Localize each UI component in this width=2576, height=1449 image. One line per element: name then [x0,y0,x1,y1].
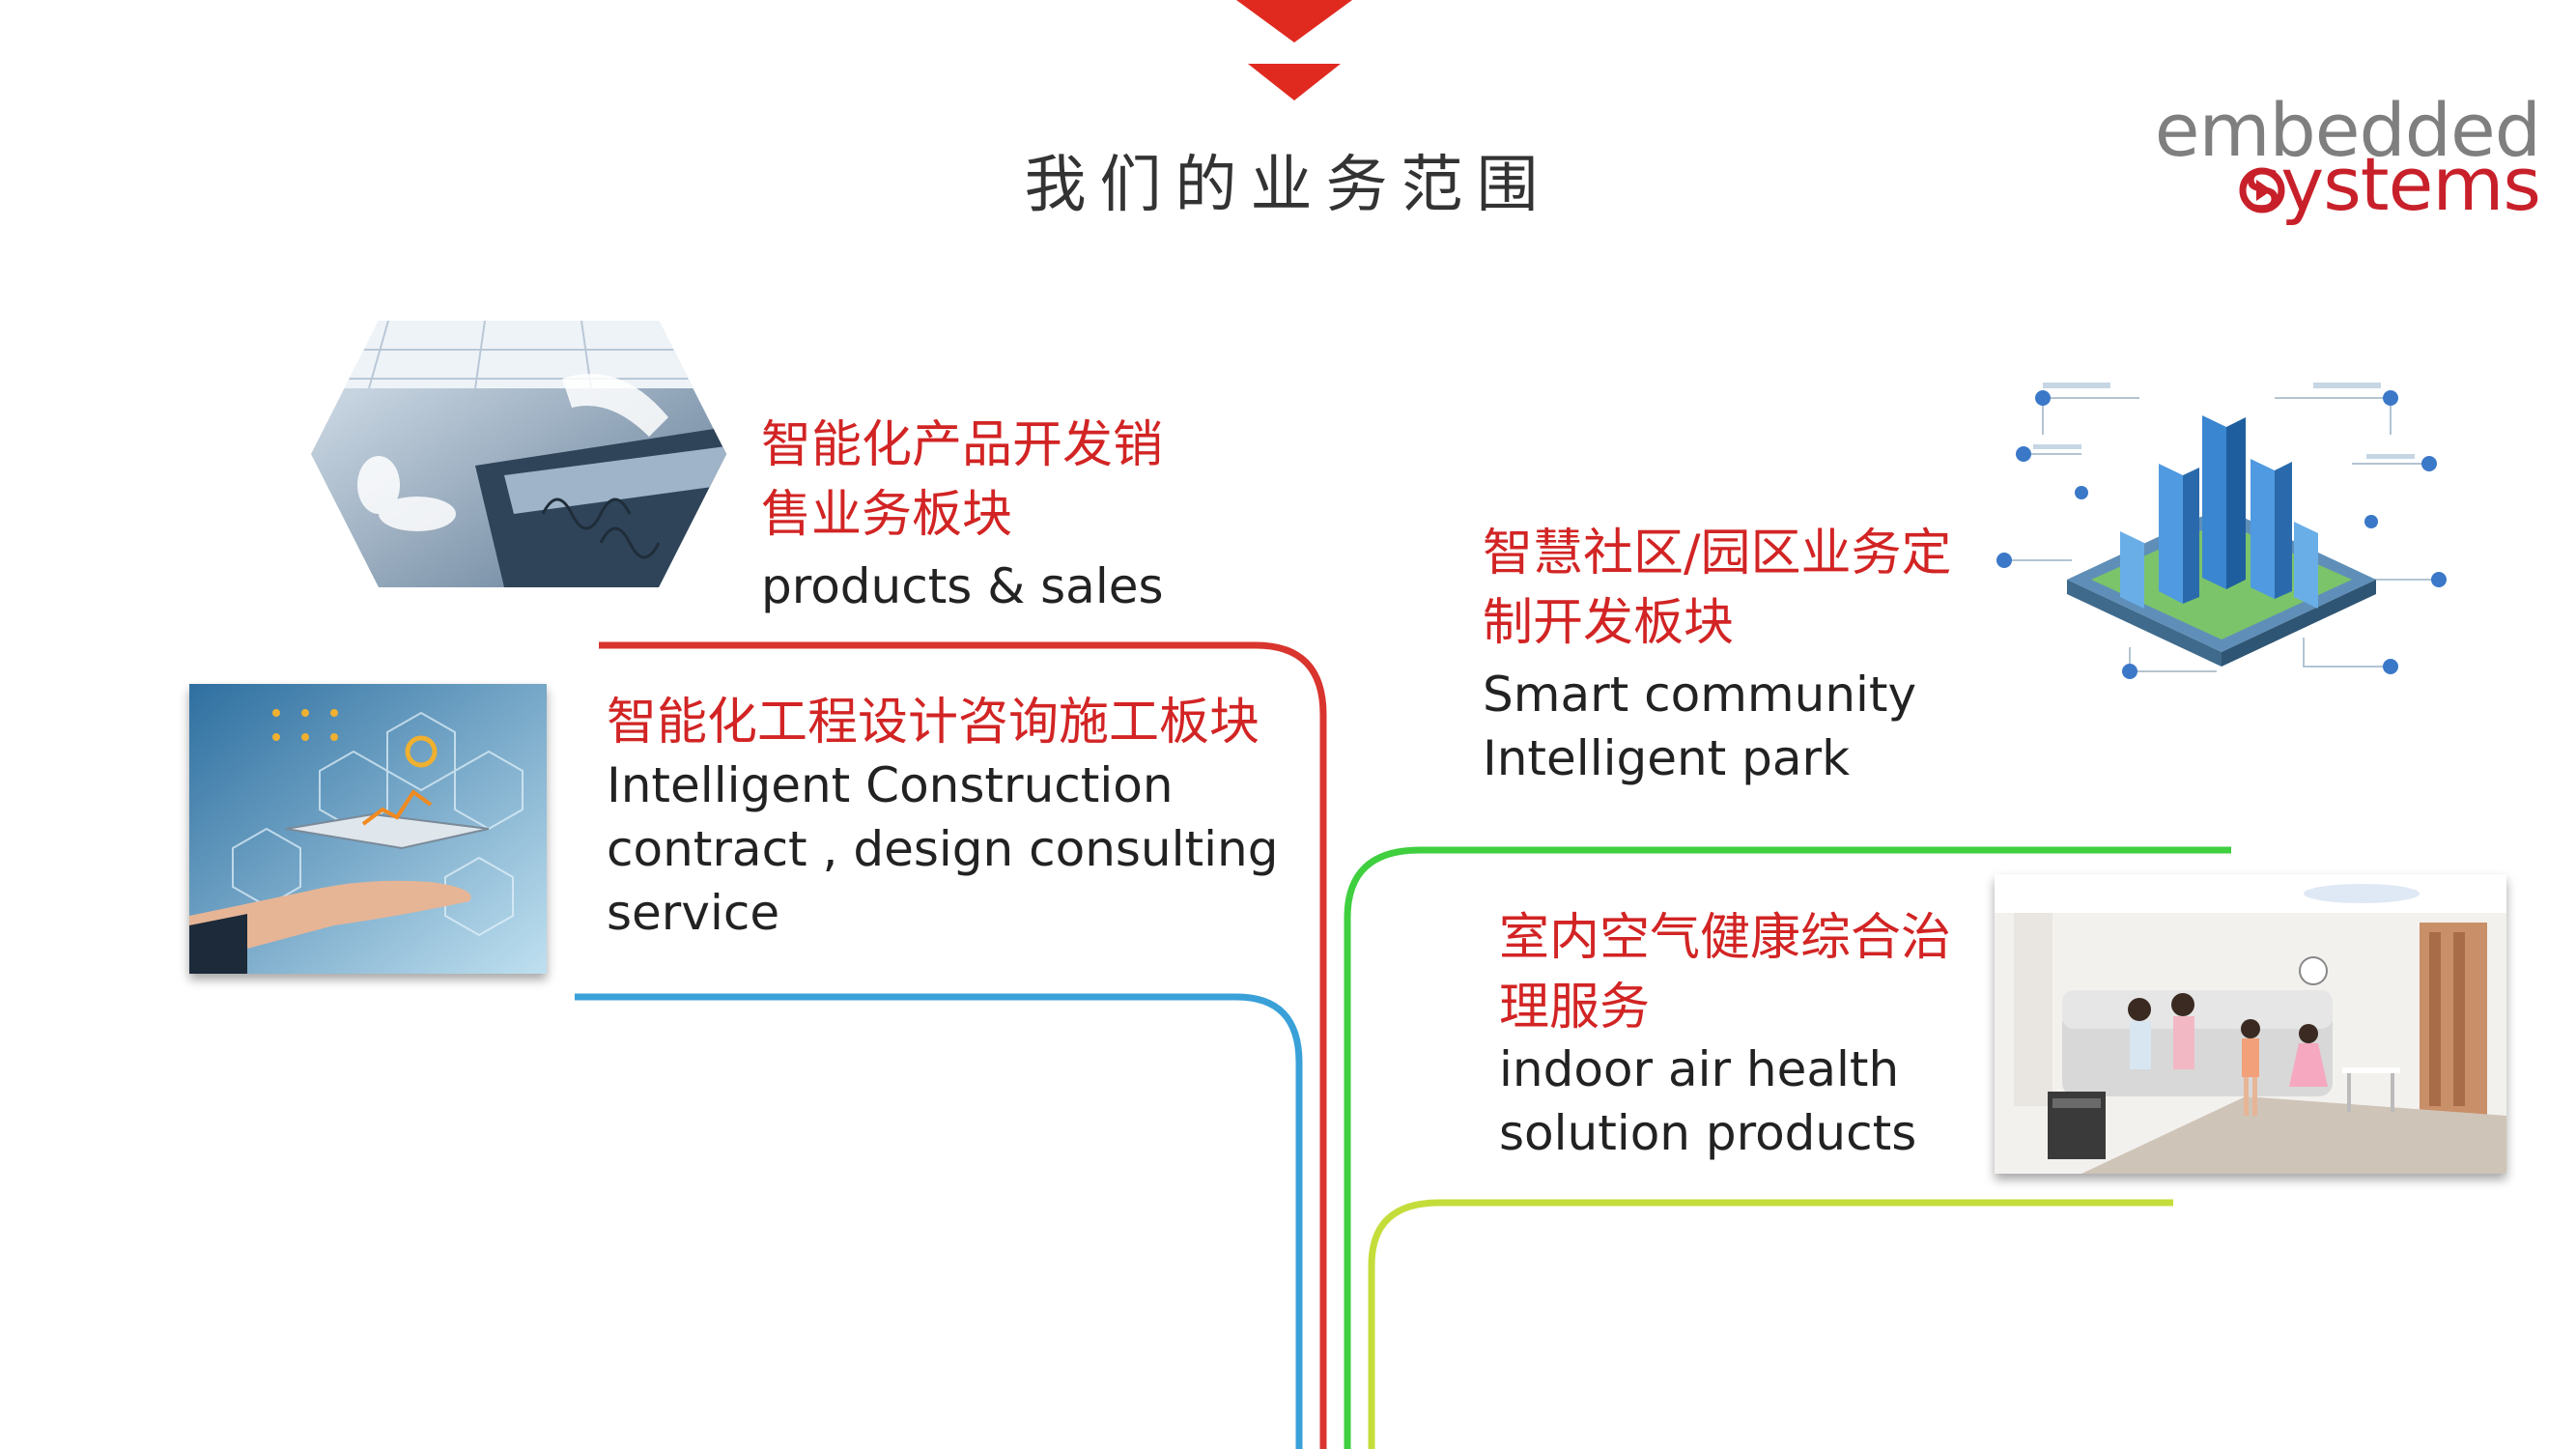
community-title-line: 智慧社区/园区业务定 [1483,525,1952,582]
products-subtitle: products & sales [761,554,1164,618]
line-red [599,641,1327,1449]
products-subtitle-line: products & sales [761,558,1164,614]
construction-title-line: 智能化工程设计咨询施工板块 [607,694,1260,752]
products-title-line: 售业务板块 [761,486,1013,544]
community-title: 智慧社区/园区业务定 制开发板块 [1483,519,1952,658]
air-title-line: 室内空气健康综合治 [1499,909,1952,967]
construction-subtitle-line: contract , design consulting [607,821,1279,877]
logo-word-systems: systems [2243,141,2541,227]
play-arrow-icon [2239,167,2285,213]
community-subtitle-line: Smart community [1483,667,1917,723]
page-title: 我们的业务范围 [1024,150,1552,221]
logo-word-embedded: embedded [2154,87,2541,173]
construction-subtitle: Intelligent Construction contract , desi… [607,753,1278,945]
construction-subtitle-line: service [607,885,780,941]
line-blue [575,993,1303,1449]
family-living-room-image [1995,874,2506,1174]
air-subtitle-line: indoor air health [1499,1041,1900,1097]
line-lime [1368,1199,2173,1449]
community-title-line: 制开发板块 [1483,594,1735,652]
hand-tablet-hexagon-image [189,684,547,974]
chevron-down-icon [1236,0,1352,100]
construction-subtitle-line: Intelligent Construction [607,757,1174,813]
community-subtitle: Smart community Intelligent park [1483,663,1916,790]
air-subtitle-line: solution products [1499,1105,1917,1161]
smart-city-isometric-image [1996,383,2447,679]
air-title-line: 理服务 [1499,979,1651,1037]
line-green [1344,846,2231,1449]
products-title: 智能化产品开发销 售业务板块 [761,411,1163,550]
factory-robot-image [311,321,726,587]
construction-title: 智能化工程设计咨询施工板块 [607,688,1260,757]
community-subtitle-line: Intelligent park [1483,730,1851,786]
air-subtitle: indoor air health solution products [1499,1037,1916,1165]
air-title: 室内空气健康综合治 理服务 [1499,903,1951,1042]
products-title-line: 智能化产品开发销 [761,416,1164,474]
company-logo: embedded systems [2155,92,2541,227]
